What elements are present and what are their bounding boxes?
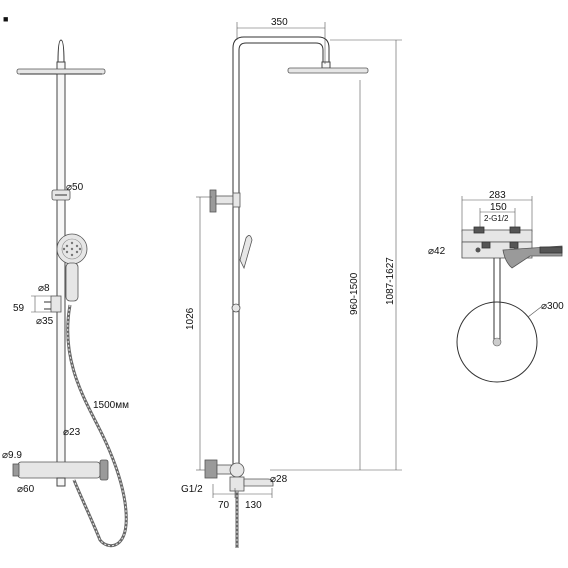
front-rain-head (16, 68, 106, 75)
label-g1-2: G1/2 (181, 484, 203, 495)
front-view (12, 39, 128, 548)
label-1087-1627: 1087-1627 (385, 257, 396, 305)
label-d35: ⌀35 (36, 316, 54, 327)
side-mixer-knob (229, 462, 245, 478)
label-150: 150 (490, 202, 507, 213)
front-dimension-labels: ⌀50 ⌀8 59 ⌀35 1500мм ⌀23 ⌀9.9 ⌀60 (2, 182, 129, 495)
label-d23: ⌀23 (63, 427, 81, 438)
top-view (456, 196, 563, 383)
side-dimension-labels: 350 1026 960-1500 1087-1627 ⌀28 G1/2 70 … (181, 17, 396, 511)
label-d8: ⌀8 (38, 283, 50, 294)
label-d9-9: ⌀9.9 (2, 450, 22, 461)
label-350: 350 (271, 17, 288, 28)
label-960-1500: 960-1500 (349, 272, 360, 315)
side-bath-spout (243, 478, 274, 487)
label-d42: ⌀42 (428, 246, 446, 257)
label-2-g1-2: 2-G1/2 (484, 214, 509, 223)
top-dimension-labels: 283 150 2-G1/2 ⌀42 ⌀300 (428, 190, 564, 312)
label-d28: ⌀28 (270, 474, 288, 485)
side-view (196, 22, 402, 548)
front-thermostatic-mixer (17, 461, 101, 479)
corner-marker: ■ (3, 14, 8, 24)
label-283: 283 (489, 190, 506, 201)
label-hose-length: 1500мм (93, 400, 129, 411)
front-riser-pipe (56, 73, 66, 465)
label-d50: ⌀50 (66, 182, 84, 193)
label-d60: ⌀60 (17, 484, 35, 495)
label-59: 59 (13, 303, 25, 314)
label-d300: ⌀300 (541, 301, 564, 312)
label-1026: 1026 (185, 307, 196, 330)
label-70: 70 (218, 500, 230, 511)
side-riser-arm (232, 36, 330, 465)
side-rain-head (287, 67, 369, 74)
top-rain-head (456, 301, 538, 383)
label-130: 130 (245, 500, 262, 511)
